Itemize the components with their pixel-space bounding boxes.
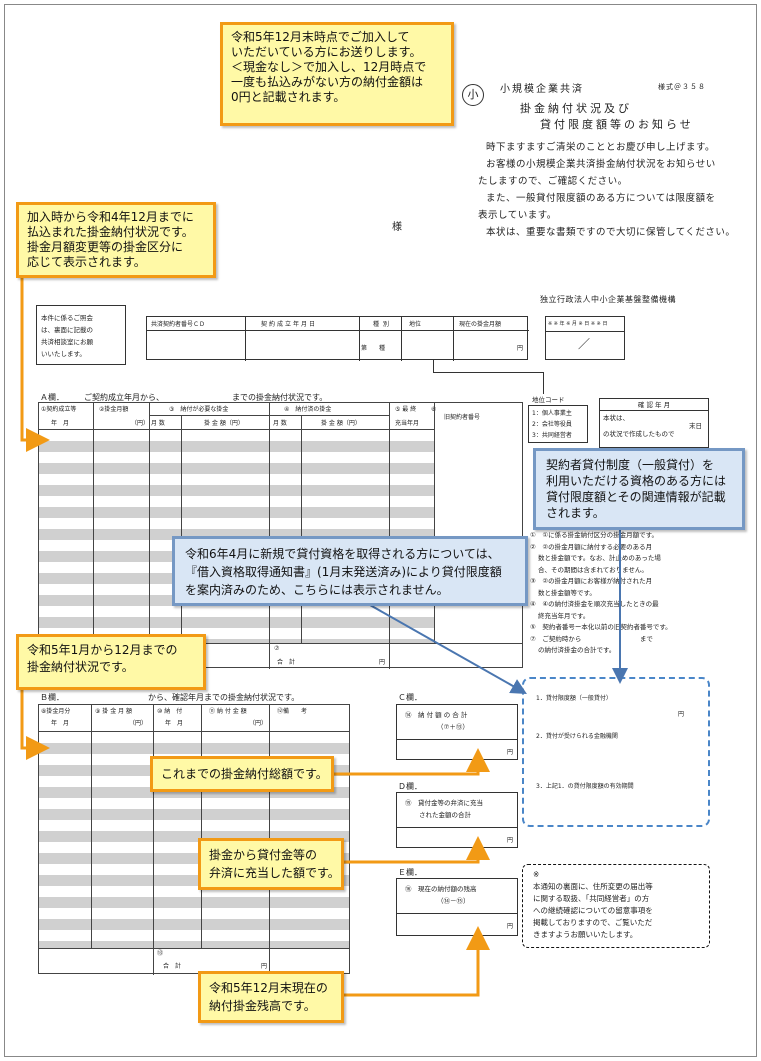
callout-colB: 令和5年1月から12月までの掛金納付状況です。 <box>16 634 206 690</box>
small-status-table: ※ ※ 年 ※ 月 ※ 日 ※ ※ 日 ／ <box>545 316 625 360</box>
org-line: 小規模企業共済 <box>500 84 584 95</box>
bottom-note: ※本通知の裏面に、住所変更の届出等に関する取扱、「共同経営者」の方への継続確認に… <box>522 864 710 948</box>
kind-value: 第 種 <box>361 345 386 352</box>
hdr-member-no: 共済契約者番号ＣＤ <box>151 321 206 328</box>
colB-title: Ｂ欄． から、確認年月までの掛金納付状況です。 <box>40 693 300 702</box>
circle-mark: 小 <box>462 84 484 106</box>
hdr-kind: 種別 <box>373 321 394 328</box>
title-line-1: 掛金納付状況及び <box>520 102 632 115</box>
page-frame <box>4 4 757 1057</box>
colE-title: Ｅ欄． <box>398 868 422 877</box>
colE-box: ⑯ 現在の納付額の残高 （⑭－⑮） 円 <box>396 878 518 936</box>
colC-box: ⑭ 納 付 額 の 合 計 （⑦＋⑬） 円 <box>396 704 518 760</box>
title-line-2: 貸付限度額等のお知らせ <box>540 118 694 131</box>
notes-list: ① ①に係る掛金納付区分の掛金月額です。② ②の掛金月額に納付する必要のある月数… <box>530 531 672 654</box>
form-no: 様式＠３５８ <box>658 83 706 91</box>
agency-name: 独立行政法人中小企業基盤整備機構 <box>540 295 676 304</box>
callout-eligibility: 令和5年12月末時点でご加入していただいている方にお送りします。＜現金なし＞で加… <box>220 22 454 126</box>
hdr-monthly: 現在の掛金月額 <box>459 321 502 328</box>
monthly-yen: 円 <box>517 345 524 352</box>
recipient-sama: 様 <box>392 222 402 233</box>
callout-total: これまでの掛金納付総額です。 <box>150 756 334 792</box>
info-table: 共済契約者番号ＣＤ 契約成立年月日 種別 地位 現在の掛金月額 第 種 円 <box>146 316 529 361</box>
contact-note: 本件に係るご照会は、裏面に記載の共済相談室にお願いいたします。 <box>36 305 126 365</box>
confirm-box: 確 認 年 月 本状は、 末日 の状況で作成したもので <box>599 398 709 448</box>
callout-loan-eligible: 契約者貸付制度（一般貸付）を利用いただける資格のある方には貸付限度額とその関連情… <box>533 448 745 530</box>
status-code-title: 地位コード <box>532 396 565 404</box>
colC-title: Ｃ欄． <box>398 693 422 702</box>
callout-repaid: 掛金から貸付金等の弁済に充当した額です。 <box>198 838 344 890</box>
greeting-text: 時下ますますご清栄のこととお慶び申し上げます。 お客様の小規模企業共済掛金納付状… <box>478 142 736 238</box>
colD-title: Ｄ欄． <box>398 782 422 791</box>
hdr-status: 地位 <box>409 321 422 328</box>
colD-box: ⑮ 貸付金等の弁済に充当 された金額の合計 円 <box>396 792 518 848</box>
callout-balance: 令和5年12月末現在の納付掛金残高です。 <box>198 971 344 1023</box>
hdr-contract-date: 契約成立年月日 <box>261 321 318 328</box>
callout-new-loan: 令和6年4月に新規で貸付資格を取得される方については、『借入資格取得通知書』(1… <box>172 536 528 606</box>
colA-title: Ａ欄． ご契約成立年月から、 までの掛金納付状況です。 <box>40 393 328 402</box>
callout-colA: 加入時から令和4年12月までに払込まれた掛金納付状況です。掛金月額変更等の掛金区… <box>16 202 216 278</box>
